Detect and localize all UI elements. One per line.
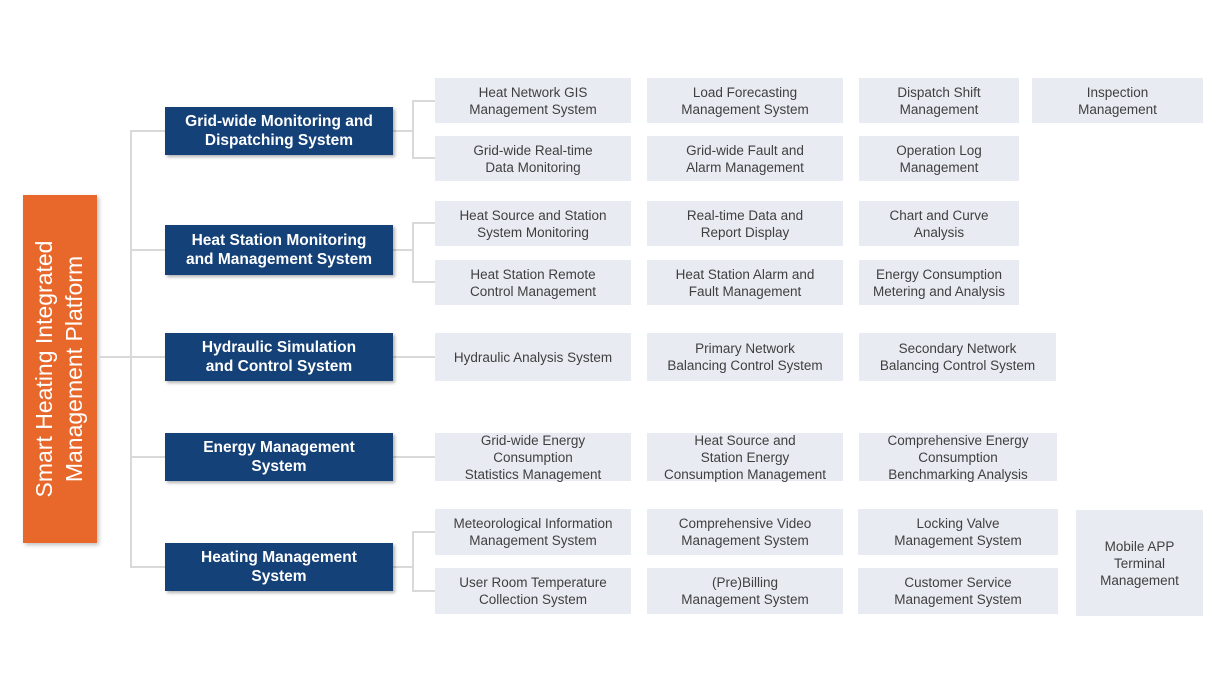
connector-s5-row1 [412, 531, 435, 533]
platform-title: Smart Heating Integrated Management Plat… [31, 240, 87, 498]
section-node-hydraulic-simulation-and-control-system: Hydraulic Simulation and Control System [165, 333, 393, 381]
section-label: Heating Management System [201, 549, 357, 585]
leaf-node-comprehensive-video: Comprehensive Video Management System [647, 509, 843, 555]
leaf-label: Locking Valve Management System [894, 516, 1022, 548]
connector-s4-line [393, 456, 435, 458]
leaf-label: (Pre)Billing Management System [681, 575, 809, 607]
connector-s2-splitter [412, 222, 414, 282]
leaf-node-pre-billing: (Pre)Billing Management System [647, 568, 843, 614]
section-node-grid-wide-monitoring-and-dispatching-system: Grid-wide Monitoring and Dispatching Sys… [165, 107, 393, 155]
leaf-label: Customer Service Management System [894, 575, 1022, 607]
leaf-node-comprehensive-energy-benchmarking: Comprehensive Energy Consumption Benchma… [859, 432, 1057, 482]
section-node-energy-management-system: Energy Management System [165, 433, 393, 481]
connector-s5-stub [393, 566, 413, 568]
leaf-label: Chart and Curve Analysis [889, 207, 989, 240]
section-node-heat-station-monitoring-and-management-system: Heat Station Monitoring and Management S… [165, 225, 393, 275]
leaf-node-locking-valve: Locking Valve Management System [858, 509, 1058, 555]
leaf-node-chart-curve-analysis: Chart and Curve Analysis [859, 201, 1019, 246]
connector-s1-stub [393, 130, 413, 132]
leaf-node-mobile-app-terminal: Mobile APP Terminal Management [1076, 510, 1203, 616]
leaf-node-heat-source-energy-consumption: Heat Source and Station Energy Consumpti… [647, 432, 843, 482]
platform-root-node: Smart Heating Integrated Management Plat… [23, 195, 97, 543]
leaf-node-heat-source-station-monitoring: Heat Source and Station System Monitorin… [435, 201, 631, 246]
leaf-node-hydraulic-analysis: Hydraulic Analysis System [435, 333, 631, 381]
leaf-label: Real-time Data and Report Display [686, 207, 804, 240]
leaf-label: Heat Network GIS Management System [469, 84, 597, 117]
section-label: Energy Management System [203, 439, 355, 475]
connector-branch-5 [130, 566, 165, 568]
leaf-node-heat-station-remote-control: Heat Station Remote Control Management [435, 260, 631, 305]
leaf-label: Grid-wide Fault and Alarm Management [686, 142, 804, 175]
leaf-node-meteorological-information: Meteorological Information Management Sy… [435, 509, 631, 555]
connector-s5-splitter [412, 531, 414, 591]
connector-branch-1 [130, 130, 165, 132]
leaf-node-dispatch-shift: Dispatch Shift Management [859, 78, 1019, 123]
leaf-node-secondary-network-balancing: Secondary Network Balancing Control Syst… [859, 333, 1056, 381]
leaf-label: Grid-wide Energy Consumption Statistics … [464, 432, 602, 482]
connector-root-stub [97, 356, 130, 358]
leaf-node-customer-service: Customer Service Management System [858, 568, 1058, 614]
leaf-node-primary-network-balancing: Primary Network Balancing Control System [647, 333, 843, 381]
leaf-label: Heat Station Alarm and Fault Management [675, 266, 815, 299]
connector-s5-row2 [412, 590, 435, 592]
leaf-node-inspection-management: Inspection Management [1032, 78, 1203, 123]
connector-branch-2 [130, 249, 165, 251]
leaf-node-grid-wide-energy-statistics: Grid-wide Energy Consumption Statistics … [435, 432, 631, 482]
leaf-label: Heat Source and Station System Monitorin… [459, 207, 607, 240]
leaf-label: Mobile APP Terminal Management [1100, 538, 1179, 588]
leaf-node-heat-network-gis: Heat Network GIS Management System [435, 78, 631, 123]
leaf-label: Energy Consumption Metering and Analysis [872, 266, 1006, 299]
section-label: Grid-wide Monitoring and Dispatching Sys… [185, 113, 373, 149]
connector-branch-4 [130, 456, 165, 458]
connector-s2-row1 [412, 222, 435, 224]
leaf-node-grid-wide-realtime-data: Grid-wide Real-time Data Monitoring [435, 136, 631, 181]
leaf-label: Heat Station Remote Control Management [469, 266, 597, 299]
connector-s1-row1 [412, 100, 435, 102]
leaf-node-user-room-temperature: User Room Temperature Collection System [435, 568, 631, 614]
leaf-node-energy-consumption-metering: Energy Consumption Metering and Analysis [859, 260, 1019, 305]
leaf-label: Hydraulic Analysis System [453, 349, 613, 365]
leaf-label: Operation Log Management [896, 142, 982, 175]
leaf-label: Comprehensive Video Management System [678, 516, 812, 548]
section-node-heating-management-system: Heating Management System [165, 543, 393, 591]
connector-s1-row2 [412, 157, 435, 159]
leaf-label: Comprehensive Energy Consumption Benchma… [887, 432, 1029, 482]
leaf-node-heat-station-alarm-fault: Heat Station Alarm and Fault Management [647, 260, 843, 305]
section-label: Hydraulic Simulation and Control System [201, 339, 357, 375]
connector-s2-stub [393, 249, 413, 251]
leaf-label: Primary Network Balancing Control System [667, 341, 823, 373]
connector-branch-3 [130, 356, 165, 358]
leaf-label: Grid-wide Real-time Data Monitoring [473, 142, 593, 175]
leaf-label: Dispatch Shift Management [897, 84, 981, 117]
leaf-node-operation-log: Operation Log Management [859, 136, 1019, 181]
leaf-label: Secondary Network Balancing Control Syst… [879, 341, 1036, 373]
leaf-label: Meteorological Information Management Sy… [453, 516, 613, 548]
leaf-node-grid-wide-fault-alarm: Grid-wide Fault and Alarm Management [647, 136, 843, 181]
leaf-label: Heat Source and Station Energy Consumpti… [663, 432, 827, 482]
connector-s3-line [393, 356, 435, 358]
connector-trunk [130, 130, 132, 568]
connector-s2-row2 [412, 281, 435, 283]
leaf-node-realtime-data-report: Real-time Data and Report Display [647, 201, 843, 246]
connector-s1-splitter [412, 100, 414, 159]
leaf-label: Load Forecasting Management System [681, 84, 809, 117]
leaf-node-load-forecasting: Load Forecasting Management System [647, 78, 843, 123]
leaf-label: Inspection Management [1078, 84, 1157, 117]
leaf-label: User Room Temperature Collection System [459, 575, 607, 607]
section-label: Heat Station Monitoring and Management S… [185, 232, 373, 268]
